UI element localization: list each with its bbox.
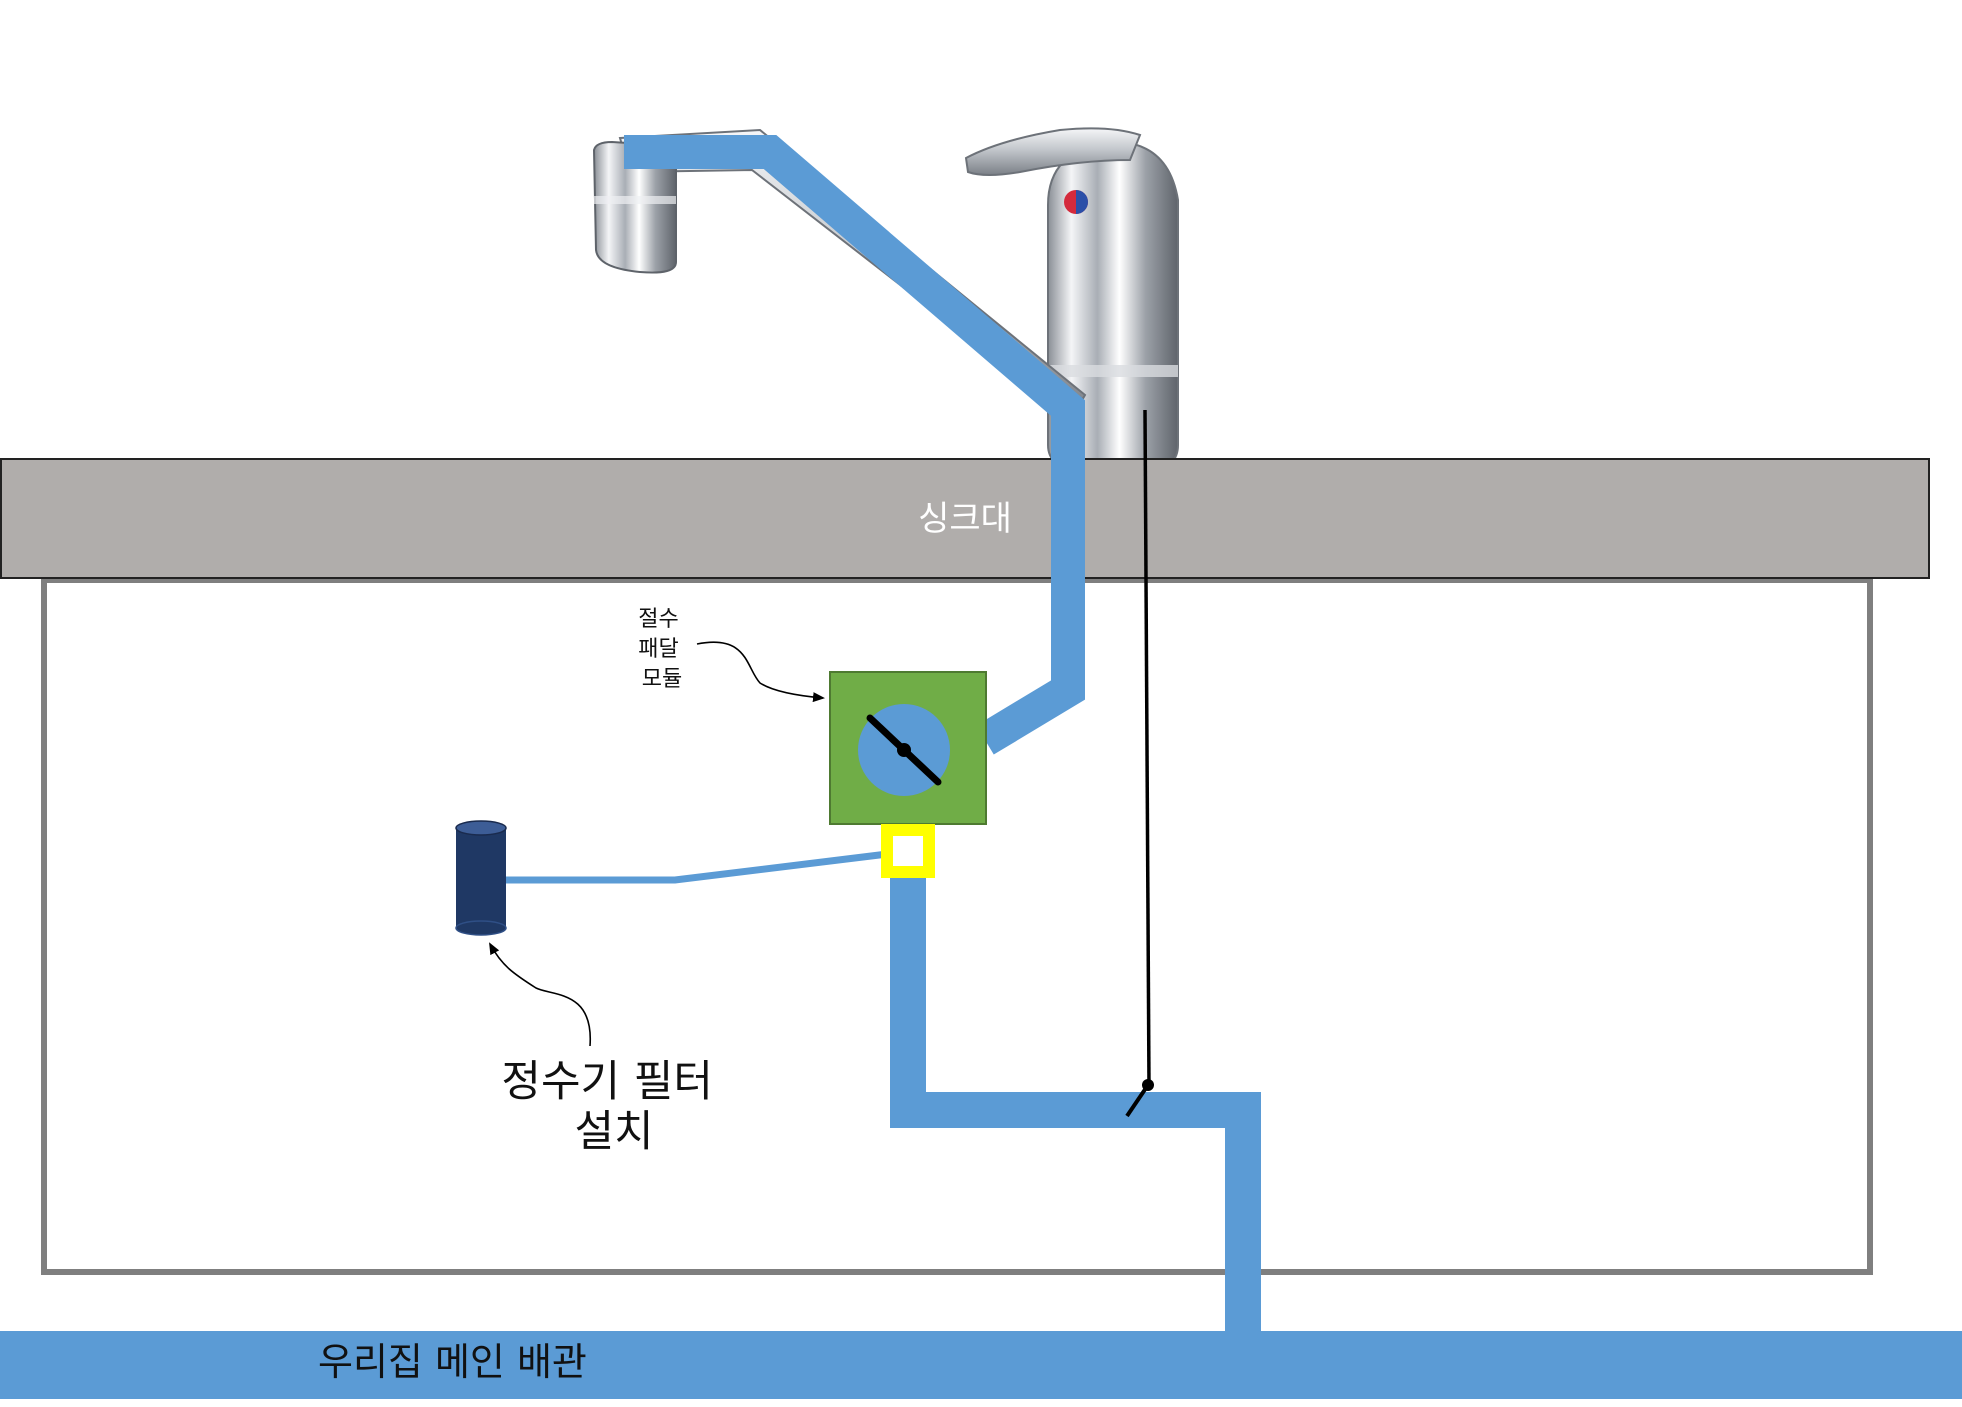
connector-fitting	[887, 830, 929, 872]
sink-label: 싱크대	[918, 499, 1012, 539]
filter-install-label-line: 정수기 필터	[501, 1057, 712, 1107]
valve-dial-icon	[858, 704, 950, 796]
main-pipe-label: 우리집 메인 배관	[318, 1340, 587, 1384]
pedal-module	[830, 672, 986, 824]
pedal-module-label: 절수 패달 모듈	[638, 607, 685, 692]
filter-install-label-line: 설치	[574, 1107, 653, 1157]
main-pipe	[0, 1331, 1962, 1399]
pedal-module-label-line: 패달	[638, 637, 678, 662]
faucet-icon	[594, 128, 1178, 470]
pedal-module-label-line: 모듈	[642, 667, 682, 692]
pedal-module-label-line: 절수	[638, 607, 678, 632]
filter-cartridge-icon	[456, 821, 506, 935]
